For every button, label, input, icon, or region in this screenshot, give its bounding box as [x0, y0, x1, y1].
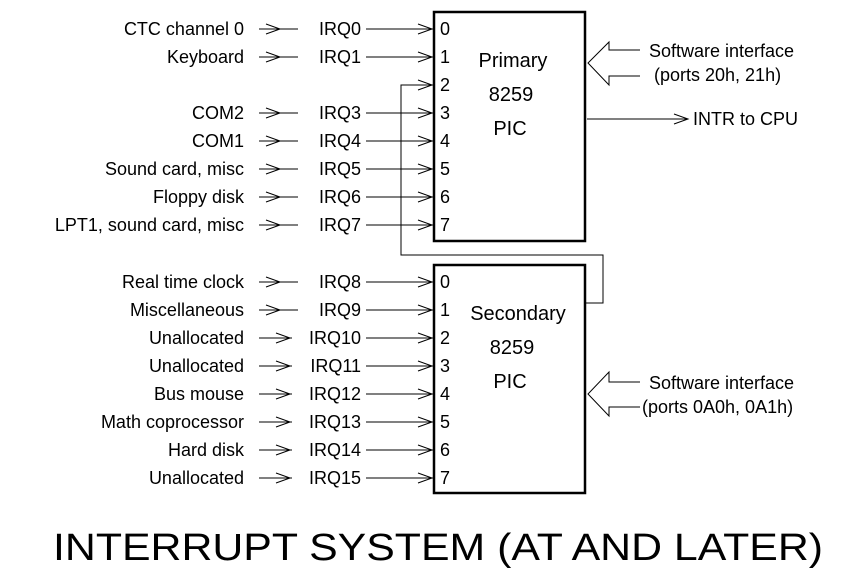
- primary-source-arrowhead: [265, 163, 282, 175]
- cascade-arrowhead: [417, 79, 434, 91]
- primary-software-interface-arrow-shape: [587, 40, 640, 87]
- secondary-irq-label: IRQ13: [309, 412, 361, 432]
- primary-pic-name-line-3: PIC: [493, 118, 526, 140]
- primary-irq-arrowhead: [417, 163, 434, 175]
- diagram-title: INTERRUPT SYSTEM (AT AND LATER): [53, 527, 823, 569]
- primary-source-arrowhead: [265, 51, 282, 63]
- primary-irq-label: IRQ5: [319, 159, 361, 179]
- secondary-pic-box: [432, 263, 587, 495]
- primary-irq-arrowhead: [417, 219, 434, 231]
- primary-irq-arrowhead: [417, 191, 434, 203]
- primary-source-label: Sound card, misc: [105, 159, 244, 179]
- secondary-software-interface-line-2: (ports 0A0h, 0A1h): [642, 397, 793, 417]
- primary-pin-2: 2: [440, 75, 450, 95]
- primary-source-arrowhead: [265, 219, 282, 231]
- primary-irq-label: IRQ3: [319, 103, 361, 123]
- secondary-pin-6: 6: [440, 440, 450, 460]
- secondary-irq-label: IRQ14: [309, 440, 361, 460]
- primary-pin-5: 5: [440, 159, 450, 179]
- secondary-software-interface-line-1: Software interface: [649, 373, 794, 393]
- secondary-source-label: Unallocated: [149, 328, 244, 348]
- intr-arrowhead: [673, 113, 690, 125]
- primary-irq-label: IRQ1: [319, 47, 361, 67]
- secondary-irq-arrowhead: [417, 304, 434, 316]
- secondary-irq-arrowhead: [417, 360, 434, 372]
- secondary-source-arrowhead: [275, 444, 292, 456]
- primary-irq-arrowhead: [417, 135, 434, 147]
- secondary-source-label: Bus mouse: [154, 384, 244, 404]
- primary-pic-box: [432, 10, 587, 243]
- primary-irq-label: IRQ6: [319, 187, 361, 207]
- secondary-source-label: Unallocated: [149, 468, 244, 488]
- secondary-source-label: Unallocated: [149, 356, 244, 376]
- secondary-irq-arrowhead: [417, 276, 434, 288]
- primary-pin-6: 6: [440, 187, 450, 207]
- secondary-source-arrowhead: [275, 472, 292, 484]
- primary-irq-label: IRQ0: [319, 19, 361, 39]
- primary-irq-arrowhead: [417, 51, 434, 63]
- primary-pin-3: 3: [440, 103, 450, 123]
- secondary-source-arrowhead: [275, 388, 292, 400]
- primary-source-label: COM1: [192, 131, 244, 151]
- cascade-wire: [400, 84, 604, 304]
- secondary-irq-arrowhead: [417, 388, 434, 400]
- secondary-pin-1: 1: [440, 300, 450, 320]
- secondary-source-arrowhead: [275, 332, 292, 344]
- primary-pin-1: 1: [440, 47, 450, 67]
- secondary-irq-label: IRQ10: [309, 328, 361, 348]
- secondary-source-label: Hard disk: [168, 440, 245, 460]
- primary-source-label: Keyboard: [167, 47, 244, 67]
- secondary-irq-arrowhead: [417, 416, 434, 428]
- secondary-irq-arrowhead: [417, 472, 434, 484]
- primary-source-label: Floppy disk: [153, 187, 245, 207]
- secondary-source-arrowhead: [265, 304, 282, 316]
- secondary-pin-2: 2: [440, 328, 450, 348]
- primary-source-arrowhead: [265, 107, 282, 119]
- secondary-pin-5: 5: [440, 412, 450, 432]
- secondary-pic-name-line-1: Secondary: [470, 303, 566, 325]
- secondary-irq-label: IRQ15: [309, 468, 361, 488]
- secondary-pic-name-line-2: 8259: [490, 337, 535, 359]
- primary-pic-name-line-1: Primary: [479, 50, 548, 72]
- secondary-pic-name-line-3: PIC: [493, 371, 526, 393]
- primary-pin-0: 0: [440, 19, 450, 39]
- secondary-irq-label: IRQ8: [319, 272, 361, 292]
- secondary-source-label: Math coprocessor: [101, 412, 244, 432]
- intr-label: INTR to CPU: [693, 109, 798, 129]
- secondary-irq-label: IRQ11: [310, 356, 361, 376]
- secondary-source-label: Real time clock: [122, 272, 245, 292]
- primary-pic-name-line-2: 8259: [489, 84, 534, 106]
- secondary-irq-arrowhead: [417, 332, 434, 344]
- secondary-irq-label: IRQ12: [309, 384, 361, 404]
- secondary-irq-label: IRQ9: [319, 300, 361, 320]
- primary-source-label: LPT1, sound card, misc: [55, 215, 244, 235]
- primary-irq-arrowhead: [417, 107, 434, 119]
- secondary-pin-3: 3: [440, 356, 450, 376]
- primary-software-interface-line-2: (ports 20h, 21h): [654, 65, 781, 85]
- secondary-source-arrowhead: [265, 276, 282, 288]
- primary-irq-label: IRQ4: [319, 131, 361, 151]
- secondary-software-interface-arrow: [587, 370, 640, 418]
- primary-pin-7: 7: [440, 215, 450, 235]
- secondary-irq-arrowhead: [417, 444, 434, 456]
- primary-irq-arrowhead: [417, 23, 434, 35]
- primary-software-interface-line-1: Software interface: [649, 41, 794, 61]
- secondary-pin-7: 7: [440, 468, 450, 488]
- primary-source-arrowhead: [265, 135, 282, 147]
- secondary-source-arrowhead: [275, 416, 292, 428]
- primary-pin-4: 4: [440, 131, 450, 151]
- secondary-pin-4: 4: [440, 384, 450, 404]
- secondary-pin-0: 0: [440, 272, 450, 292]
- secondary-source-label: Miscellaneous: [130, 300, 244, 320]
- secondary-source-arrowhead: [275, 360, 292, 372]
- primary-source-label: CTC channel 0: [124, 19, 244, 39]
- primary-source-label: COM2: [192, 103, 244, 123]
- primary-source-arrowhead: [265, 191, 282, 203]
- primary-irq-label: IRQ7: [319, 215, 361, 235]
- primary-source-arrowhead: [265, 23, 282, 35]
